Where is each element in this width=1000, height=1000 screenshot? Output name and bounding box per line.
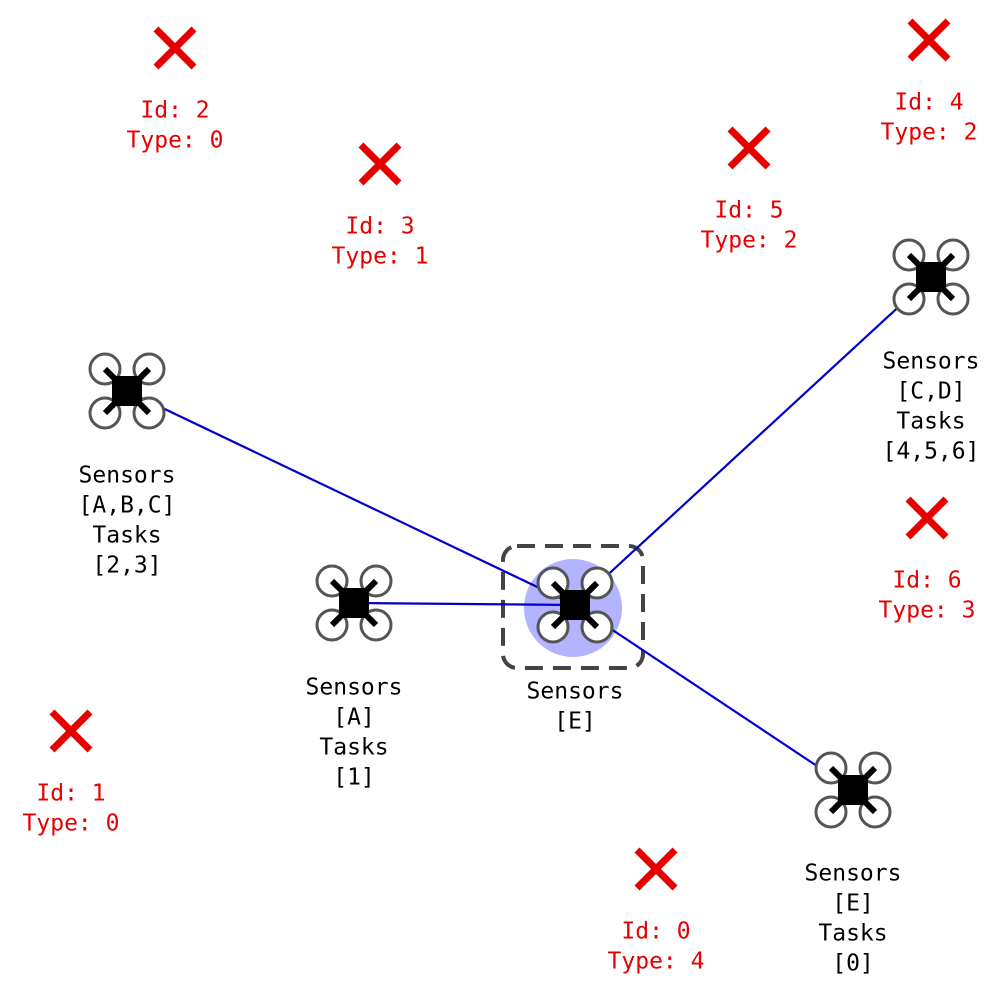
task-marker[interactable]: Id: 5 Type: 2 [701,126,798,254]
quadcopter-icon [814,751,892,829]
task-type-label: Type: 0 [23,811,120,837]
task-type-label: Type: 4 [608,949,705,975]
hub-selection-box[interactable] [501,544,645,670]
drone-label-value: [4,5,6] [883,439,980,465]
cross-icon [153,26,197,70]
drone-label-value: [0] [832,951,874,977]
link-line [574,276,932,606]
task-id-label: Id: 2 [140,98,209,124]
quadcopter-icon [892,238,970,316]
drone-node[interactable] [315,564,393,642]
drone-body-icon [112,376,142,406]
drone-label-heading: Tasks [92,523,161,549]
link-layer [126,276,932,791]
drone-body-icon [838,775,868,805]
drone-body-icon [916,262,946,292]
task-type-label: Type: 2 [701,228,798,254]
drone-label-value: [E] [554,709,596,735]
task-marker[interactable]: Id: 1 Type: 0 [23,709,120,837]
cross-icon [727,126,771,170]
drone-label-value: [A,B,C] [79,493,176,519]
drone-label-value: [2,3] [92,553,161,579]
quadcopter-icon [315,564,393,642]
drone-label-heading: Tasks [896,409,965,435]
link-line [353,601,576,607]
task-id-label: Id: 0 [621,919,690,945]
drone-node[interactable] [892,238,970,316]
task-type-label: Type: 2 [881,120,978,146]
drone-layer: Sensors [A,B,C] Tasks [2,3] Sensors [A] Tasks [… [79,238,980,977]
drone-node[interactable] [536,566,614,644]
task-type-label: Type: 3 [879,598,976,624]
cross-icon [907,18,951,62]
task-marker[interactable]: Id: 2 Type: 0 [127,26,224,154]
drone-label-heading: Sensors [306,675,403,701]
quadcopter-icon [88,352,166,430]
task-marker[interactable]: Id: 4 Type: 2 [881,18,978,146]
task-id-label: Id: 6 [892,568,961,594]
cross-icon [358,142,402,186]
drone-body-icon [560,590,590,620]
task-type-label: Type: 1 [332,244,429,270]
drone-label-heading: Sensors [883,349,980,375]
link-line [126,390,576,606]
cross-icon [634,847,678,891]
quadcopter-icon [536,566,614,644]
drone-label-heading: Sensors [805,861,902,887]
drone-body-icon [339,588,369,618]
drone-label-heading: Sensors [79,463,176,489]
task-marker[interactable]: Id: 6 Type: 3 [879,496,976,624]
drone-label-heading: Sensors [527,679,624,705]
drone-label-heading: Tasks [818,921,887,947]
drone-label-value: [A] [333,705,375,731]
cross-icon [905,496,949,540]
task-id-label: Id: 5 [714,198,783,224]
drone-label-value: [E] [832,891,874,917]
task-type-label: Type: 0 [127,128,224,154]
task-marker[interactable]: Id: 0 Type: 4 [608,847,705,975]
task-id-label: Id: 4 [894,90,963,116]
task-id-label: Id: 1 [36,781,105,807]
drone-label-value: [C,D] [896,379,965,405]
cross-icon [49,709,93,753]
drone-label-heading: Tasks [319,735,388,761]
drone-node[interactable] [814,751,892,829]
task-id-label: Id: 3 [345,214,414,240]
drone-node[interactable] [88,352,166,430]
task-marker[interactable]: Id: 3 Type: 1 [332,142,429,270]
drone-label-value: [1] [333,765,375,791]
link-line [574,604,854,791]
